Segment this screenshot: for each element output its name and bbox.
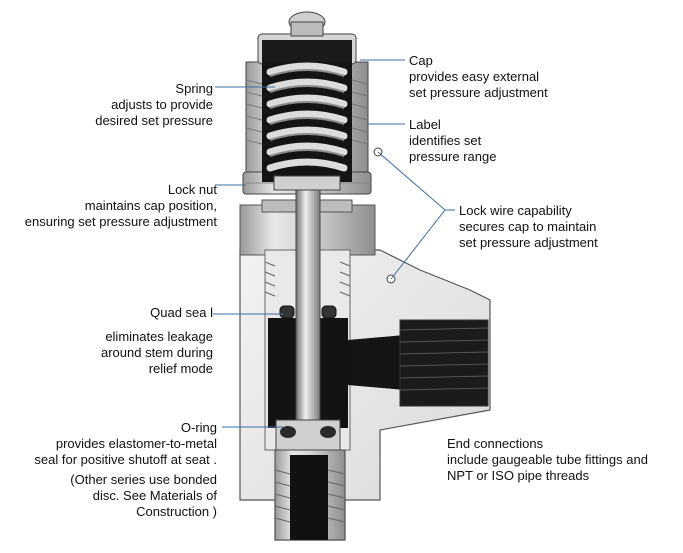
o-ring-callout: O-ring provides elastomer-to-metal seal … bbox=[34, 420, 217, 520]
o-ring-part-right bbox=[320, 426, 336, 438]
spring-callout-line: adjusts to provide bbox=[111, 97, 213, 112]
lock-nut-callout: Lock nut maintains cap position, ensurin… bbox=[25, 182, 217, 230]
quad-seal-callout-line: eliminates leakage bbox=[105, 329, 213, 344]
leader-lines bbox=[213, 59, 455, 428]
o-ring-callout-title: O-ring bbox=[180, 420, 217, 435]
quad-seal-callout-line: relief mode bbox=[148, 361, 213, 376]
label-callout-line: pressure range bbox=[409, 149, 497, 164]
lock-nut-callout-title: Lock nut bbox=[167, 182, 217, 197]
outlet-port bbox=[348, 335, 405, 390]
o-ring-callout-line: disc. See Materials of bbox=[92, 488, 217, 503]
o-ring-part-left bbox=[280, 426, 296, 438]
spring-callout: Spring adjusts to provide desired set pr… bbox=[95, 81, 213, 129]
end-connections-callout: End connections include gaugeable tube f… bbox=[447, 436, 648, 484]
outlet-thread bbox=[399, 319, 489, 407]
cap-callout-line: provides easy external bbox=[409, 69, 540, 84]
o-ring-callout-line: (Other series use bonded bbox=[70, 472, 217, 487]
spring-callout-title: Spring bbox=[175, 81, 213, 96]
o-ring-callout-line: Construction ) bbox=[136, 504, 217, 519]
cap-callout-title: Cap bbox=[409, 53, 433, 68]
spring-callout-line: desired set pressure bbox=[95, 113, 213, 128]
o-ring-callout-line: seal for positive shutoff at seat . bbox=[34, 452, 217, 467]
end-connections-callout-title: End connections bbox=[447, 436, 544, 451]
quad-seal-callout: Quad sea l eliminates leakage around ste… bbox=[101, 305, 213, 377]
lock-wire-callout: Lock wire capability secures cap to main… bbox=[459, 203, 598, 251]
lock-wire-callout-line: set pressure adjustment bbox=[459, 235, 598, 250]
quad-seal-part-left bbox=[279, 305, 295, 319]
lock-nut-callout-line: ensuring set pressure adjustment bbox=[24, 214, 217, 229]
stem bbox=[295, 189, 321, 431]
o-ring-callout-line: provides elastomer-to-metal bbox=[55, 436, 217, 451]
cap-callout: Cap provides easy external set pressure … bbox=[409, 53, 548, 101]
lock-wire-callout-title: Lock wire capability bbox=[459, 203, 572, 218]
quad-seal-part-right bbox=[321, 305, 337, 319]
lock-wire-callout-line: secures cap to maintain bbox=[459, 219, 597, 234]
cap-callout-line: set pressure adjustment bbox=[409, 85, 548, 100]
spring-coils bbox=[266, 62, 348, 172]
label-callout-title: Label bbox=[409, 117, 441, 132]
quad-seal-callout-title: Quad sea l bbox=[150, 305, 213, 320]
label-callout: Label identifies set pressure range bbox=[409, 117, 496, 165]
end-connections-callout-line: include gaugeable tube fittings and bbox=[447, 452, 648, 467]
quad-seal-callout-line: around stem during bbox=[100, 345, 213, 360]
label-callout-line: identifies set bbox=[409, 133, 482, 148]
lock-nut-callout-line: maintains cap position, bbox=[84, 198, 217, 213]
end-connections-callout-line: NPT or ISO pipe threads bbox=[447, 468, 590, 483]
